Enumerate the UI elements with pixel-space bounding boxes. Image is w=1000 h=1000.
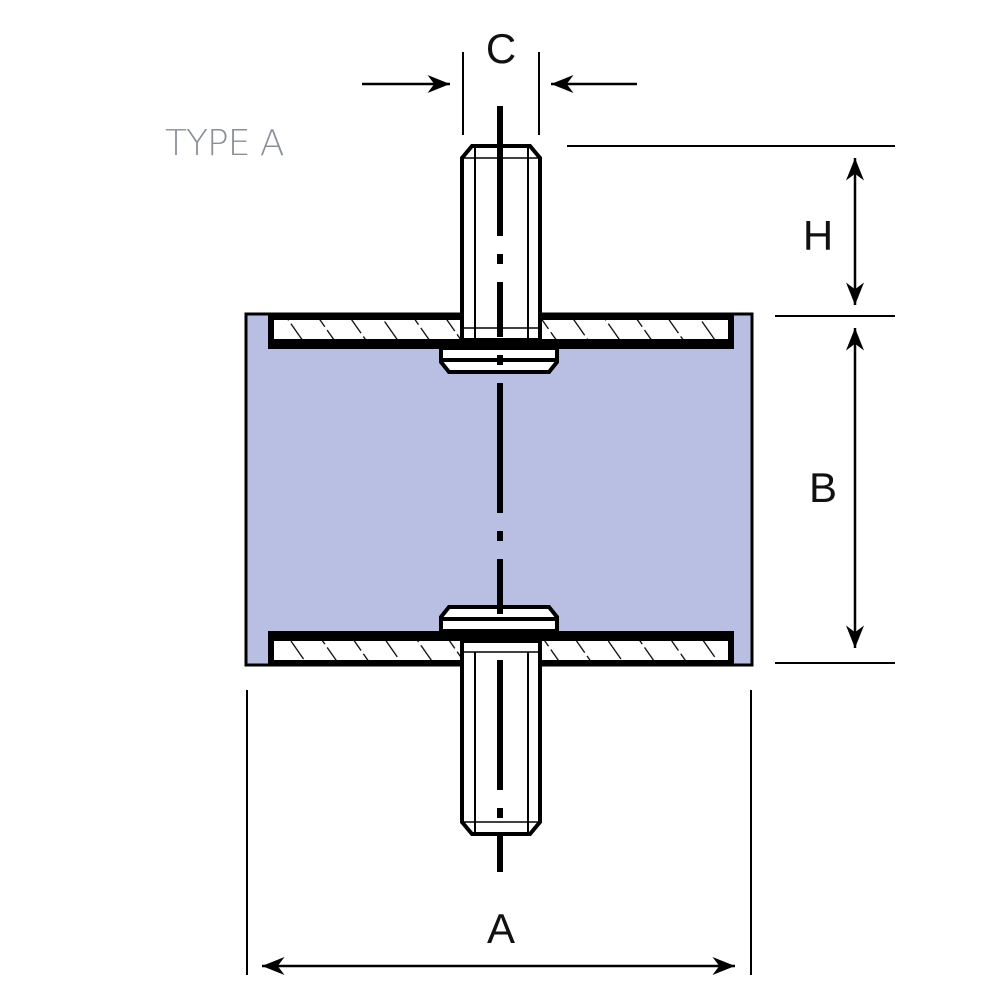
bottom-washer [439,605,559,633]
dimension-h: H [567,145,895,317]
top-stud [460,144,542,342]
dimension-b: B [775,328,895,664]
dimension-h-label: H [803,212,833,259]
dimension-a: A [246,690,752,975]
diagram-title: TYPE A [165,123,284,164]
dimension-c-label: C [486,25,516,72]
dimension-b-label: B [809,464,837,511]
dimension-c: C [362,25,637,135]
dimension-a-label: A [487,905,515,952]
